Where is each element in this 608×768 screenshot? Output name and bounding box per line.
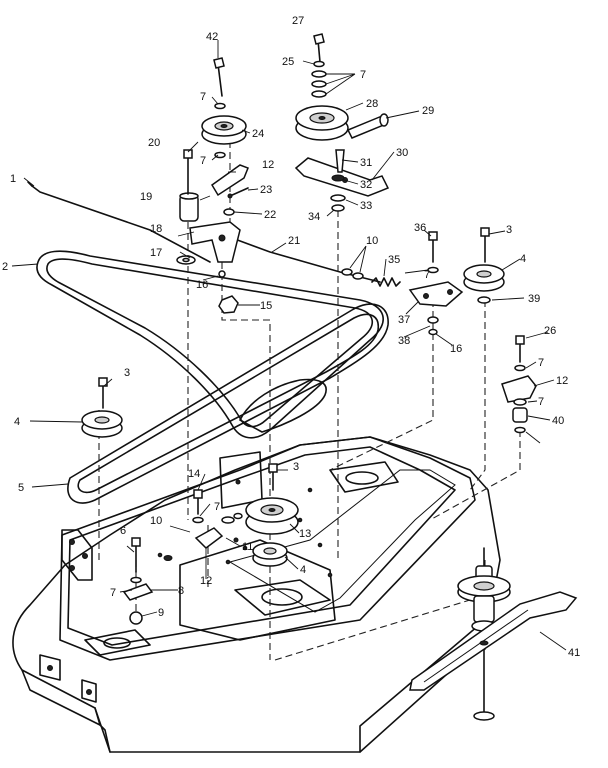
deck-drive-belt-part-5 (67, 303, 389, 504)
callout-32: 32 (360, 179, 372, 191)
idler-arm-assembly (176, 149, 249, 314)
callout-6: 6 (120, 525, 126, 537)
callout-19: 19 (140, 191, 152, 203)
callout-7-a: 7 (110, 587, 116, 599)
callout-42: 42 (206, 31, 218, 43)
callout-4-right: 4 (520, 253, 526, 265)
callout-5: 5 (18, 482, 24, 494)
callout-10-lower: 10 (150, 515, 162, 527)
mower-deck-housing (12, 436, 501, 753)
callout-4-left: 4 (14, 416, 20, 428)
part-callouts: 1 2 3 4 3 4 5 6 7 7 7 7 7 7 7 7 8 9 10 1… (2, 15, 580, 659)
callout-7-e: 7 (360, 69, 366, 81)
callout-25: 25 (282, 56, 294, 68)
assembly-guide-lines (98, 108, 521, 661)
callout-35: 35 (388, 254, 400, 266)
callout-27: 27 (292, 15, 304, 27)
callout-12-right: 12 (556, 375, 568, 387)
callout-3-right: 3 (506, 224, 512, 236)
callout-12-upper: 12 (262, 159, 274, 171)
callout-41: 41 (568, 647, 580, 659)
callout-13: 13 (299, 528, 311, 540)
bracket-assembly-right (501, 335, 537, 434)
callout-22: 22 (264, 209, 276, 221)
callout-34: 34 (308, 211, 320, 223)
callout-7-f: 7 (424, 269, 430, 281)
callout-14: 14 (188, 468, 200, 480)
callout-33: 33 (360, 200, 372, 212)
callout-7-c: 7 (200, 91, 206, 103)
callout-37: 37 (398, 314, 410, 326)
callout-31: 31 (360, 157, 372, 169)
callout-21: 21 (288, 235, 300, 247)
callout-3-center: 3 (293, 461, 299, 473)
pulley-part-4-left (81, 377, 123, 438)
pulley-bracket-part-30 (294, 113, 390, 212)
callout-16-left: 16 (196, 279, 208, 291)
callout-7-h: 7 (538, 396, 544, 408)
callout-16-right: 16 (450, 343, 462, 355)
callout-29: 29 (422, 105, 434, 117)
idler-pulley-part-24 (201, 57, 247, 159)
lower-left-hardware (122, 489, 243, 625)
callout-24: 24 (252, 128, 264, 140)
callout-26: 26 (544, 325, 556, 337)
callout-28: 28 (366, 98, 378, 110)
callout-7-d: 7 (200, 155, 206, 167)
callout-2: 2 (2, 261, 8, 273)
center-deck-pulley-part-13 (245, 463, 299, 535)
callout-40: 40 (552, 415, 564, 427)
pulley-part-4-right (463, 227, 505, 304)
deck-pulley-part-4-center (252, 542, 288, 567)
callout-38: 38 (398, 335, 410, 347)
callout-23: 23 (260, 184, 272, 196)
control-rod-part-1 (27, 181, 211, 263)
callout-10-upper: 10 (366, 235, 378, 247)
mower-blade-part-41 (409, 591, 578, 691)
callout-15: 15 (260, 300, 272, 312)
callout-20: 20 (148, 137, 160, 149)
tension-spring-and-link (341, 231, 464, 336)
callout-9: 9 (158, 607, 164, 619)
callout-36: 36 (414, 222, 426, 234)
deck-drive-belt-part-2 (36, 250, 384, 439)
drive-pulley-part-28 (295, 33, 349, 141)
callout-7-g: 7 (538, 357, 544, 369)
callout-7-b: 7 (214, 501, 220, 513)
callout-12-lower: 12 (200, 575, 212, 587)
callout-39: 39 (528, 293, 540, 305)
callout-4-center: 4 (300, 564, 306, 576)
callout-11: 11 (242, 541, 253, 553)
callout-17: 17 (150, 247, 162, 259)
callout-3-left: 3 (124, 367, 130, 379)
callout-8: 8 (178, 585, 184, 597)
callout-1: 1 (10, 173, 16, 185)
callout-18: 18 (150, 223, 162, 235)
callout-30: 30 (396, 147, 408, 159)
